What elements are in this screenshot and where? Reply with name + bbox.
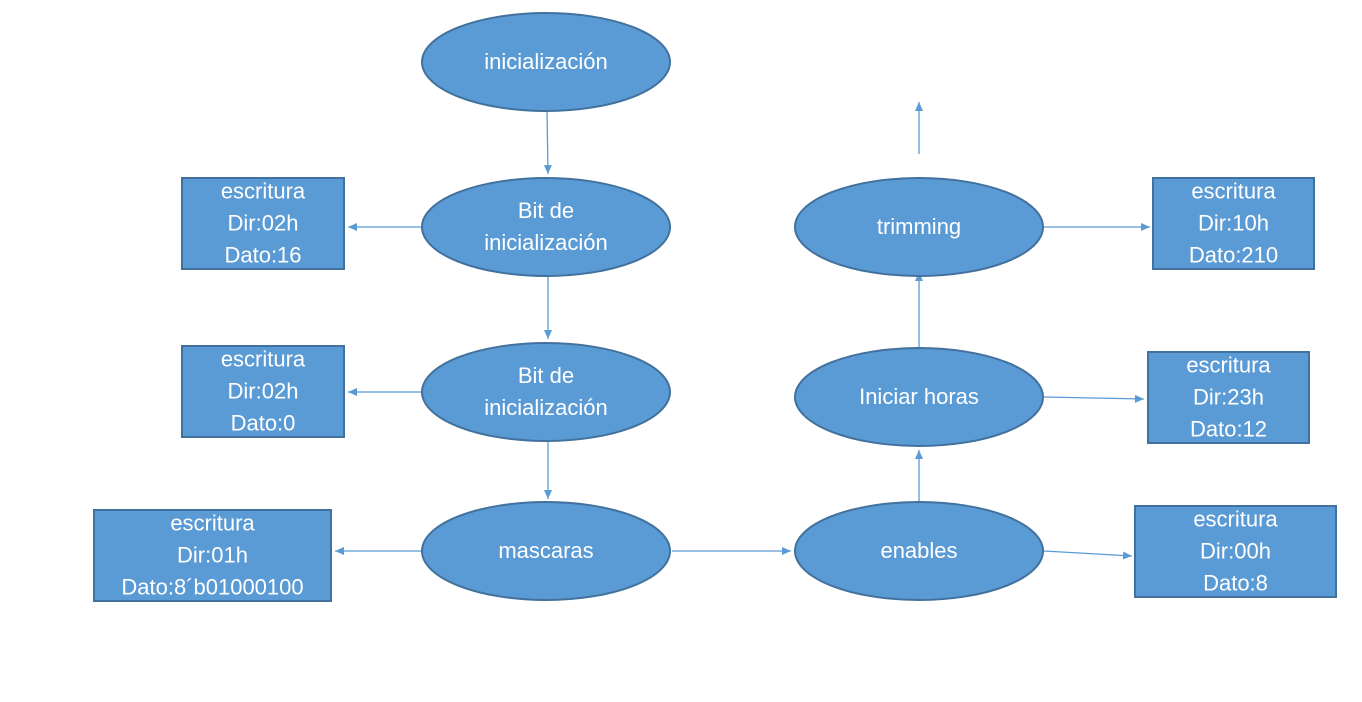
edge-horas-to-write-arrowhead [1134, 394, 1144, 403]
write-box-trimming-text: Dir:10h [1198, 210, 1269, 235]
edge-trimming-to-write-arrowhead [1141, 223, 1150, 231]
edge-mascaras-to-enables-arrowhead [782, 547, 791, 555]
write-box-horas-text: Dir:23h [1193, 384, 1264, 409]
write-box-enables [1134, 505, 1337, 598]
write-box-bit1-text: Dir:02h [228, 210, 299, 235]
write-box-enables-text: Dir:00h [1200, 538, 1271, 563]
edge-bit1-to-bit2-arrowhead [544, 330, 552, 339]
node-mascaras [421, 501, 671, 601]
edge-bit2-to-mascaras-arrowhead [544, 490, 552, 499]
node-bit1-text: Bit de [518, 198, 574, 223]
write-box-bit1-text: escritura [221, 178, 306, 203]
node-trimming-text: trimming [877, 214, 961, 239]
node-enables [794, 501, 1044, 601]
edge-inicializacion-to-bit1-arrowhead [543, 164, 552, 174]
node-bit2 [421, 342, 671, 442]
write-box-bit2-text: escritura [221, 346, 306, 371]
write-box-trimming [1152, 177, 1315, 270]
node-horas [794, 347, 1044, 447]
edge-enables-to-write-arrowhead [1122, 551, 1132, 560]
write-box-enables-text: escritura [1193, 506, 1278, 531]
write-box-mascaras-text: Dir:01h [177, 542, 248, 567]
write-box-bit2 [181, 345, 345, 438]
write-box-horas [1147, 351, 1310, 444]
write-box-trimming-text: escritura [1191, 178, 1276, 203]
write-box-mascaras-text: escritura [170, 510, 255, 535]
write-box-mascaras [93, 509, 332, 602]
node-inicializacion [421, 12, 671, 112]
edge-trimming-out-arrowhead [915, 102, 923, 111]
write-box-enables-text: Dato:8 [1203, 570, 1268, 595]
edge-mascaras-to-write-arrowhead [335, 547, 344, 555]
node-inicializacion-text: inicialización [484, 49, 608, 74]
write-box-bit2-text: Dir:02h [228, 378, 299, 403]
edge-horas-to-write [1043, 396, 1145, 400]
node-bit1-text: inicialización [484, 230, 608, 255]
node-horas-text: Iniciar horas [859, 384, 979, 409]
write-box-horas-text: Dato:12 [1190, 416, 1267, 441]
write-box-bit1 [181, 177, 345, 270]
write-box-horas-text: escritura [1186, 352, 1271, 377]
edge-enables-to-write [1043, 550, 1133, 557]
node-bit2-text: Bit de [518, 363, 574, 388]
node-mascaras-text: mascaras [498, 538, 593, 563]
node-bit2-text: inicialización [484, 395, 608, 420]
write-box-mascaras-text: Dato:8´b01000100 [121, 574, 303, 599]
edge-bit1-to-write-arrowhead [348, 223, 357, 231]
edge-inicializacion-to-bit1 [546, 109, 549, 175]
edge-enables-to-horas-arrowhead [915, 450, 923, 459]
write-box-bit1-text: Dato:16 [224, 242, 301, 267]
write-box-trimming-text: Dato:210 [1189, 242, 1278, 267]
write-box-bit2-text: Dato:0 [231, 410, 296, 435]
node-bit1 [421, 177, 671, 277]
node-enables-text: enables [880, 538, 957, 563]
node-trimming [794, 177, 1044, 277]
edge-bit2-to-write-arrowhead [348, 388, 357, 396]
